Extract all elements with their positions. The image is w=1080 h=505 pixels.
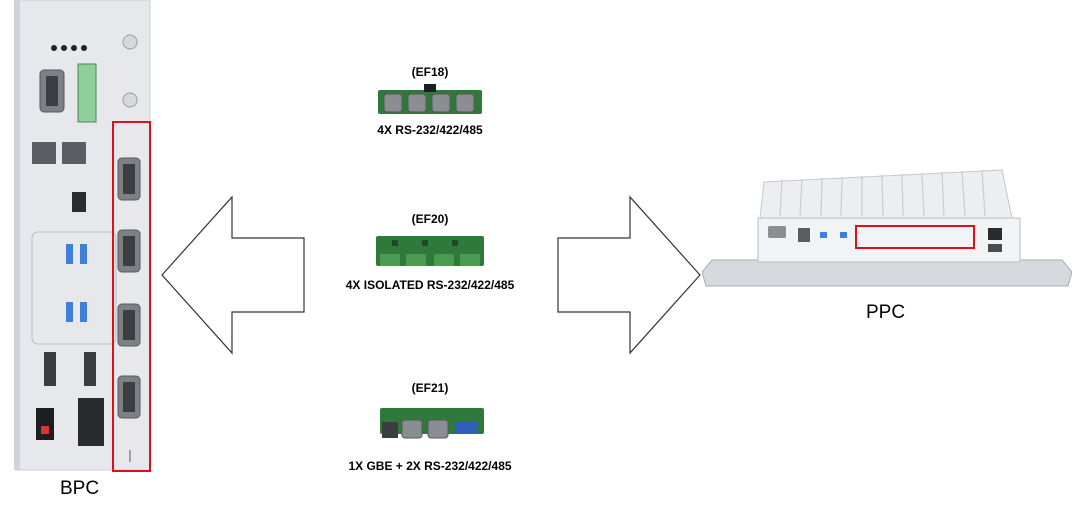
bpc-device-image	[14, 0, 151, 471]
module-ef20-code: (EF20)	[411, 212, 449, 226]
module-ef18-description: 4X RS-232/422/485	[377, 123, 483, 137]
module-ef21-code: (EF21)	[411, 381, 449, 395]
module-ef20-image	[376, 236, 484, 266]
ppc-label: PPC	[866, 302, 906, 323]
module-ef18-code: (EF18)	[411, 65, 449, 79]
bpc-highlight-box	[112, 121, 151, 472]
ppc-highlight-box	[855, 225, 975, 249]
module-ef21-image	[380, 408, 484, 439]
ppc-device-image	[702, 169, 1072, 287]
left-arrow	[161, 195, 305, 355]
module-ef18-image	[378, 84, 482, 114]
module-ef21-description: 1X GBE + 2X RS-232/422/485	[348, 459, 512, 473]
right-arrow	[557, 195, 701, 355]
bpc-device	[14, 0, 166, 475]
bpc-label: BPC	[60, 478, 100, 499]
module-ef20-description: 4X ISOLATED RS-232/422/485	[345, 278, 515, 292]
